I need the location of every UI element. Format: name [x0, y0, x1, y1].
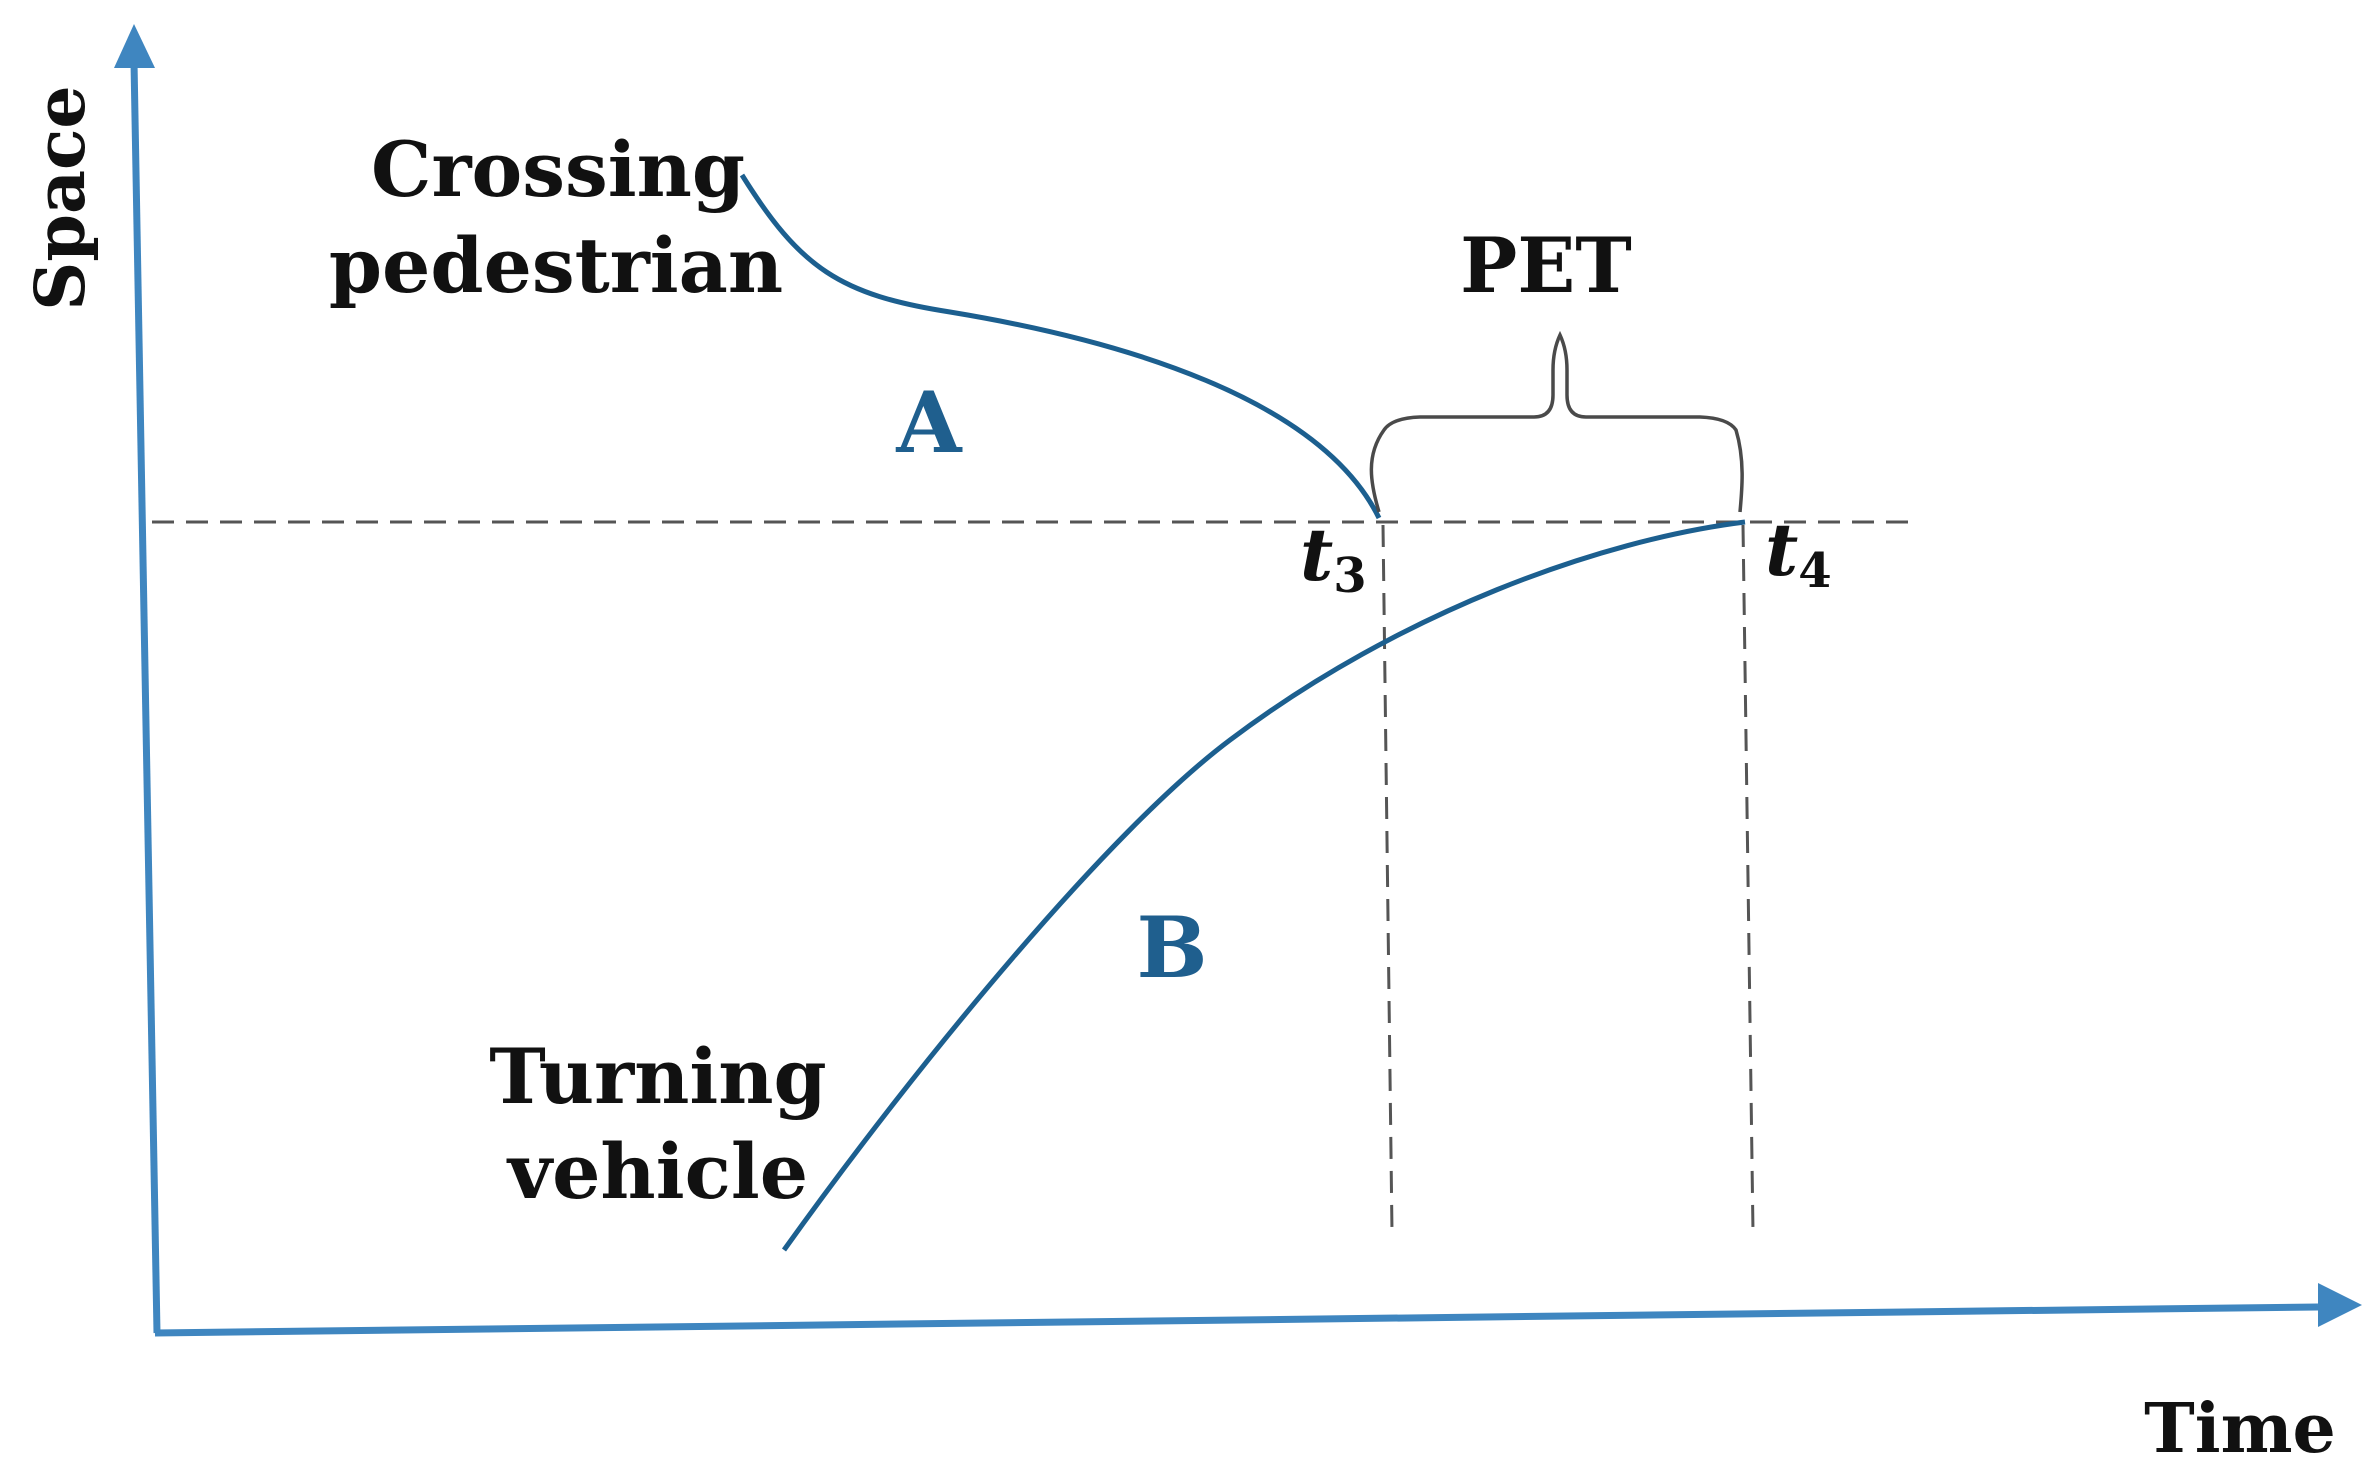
t4-drop-line — [1741, 524, 1755, 1233]
vehicle-trajectory — [781, 519, 1746, 1252]
y-axis-line — [130, 61, 161, 1334]
vehicle-name-line2: vehicle — [506, 1127, 808, 1216]
pet-label: PET — [1460, 221, 1632, 310]
t4-subscript: 4 — [1798, 543, 1831, 599]
y-axis — [114, 24, 161, 1334]
x-axis — [154, 1283, 2362, 1337]
pet-brace — [1369, 330, 1744, 513]
x-axis-line — [154, 1303, 2319, 1337]
vehicle-name-line1: Turning — [489, 1032, 826, 1121]
t3-subscript: 3 — [1333, 548, 1366, 604]
t4-label: t4 — [1765, 507, 1832, 599]
t3-drop-line — [1381, 524, 1394, 1233]
pedestrian-trajectory — [739, 173, 1382, 520]
x-axis-label: Time — [2144, 1389, 2336, 1469]
curve-b-label: B — [1137, 898, 1208, 997]
pedestrian-name-line1: Crossing — [371, 125, 745, 214]
t3-symbol: t — [1300, 512, 1333, 597]
pedestrian-name-line2: pedestrian — [329, 221, 783, 310]
curve-a-label: A — [895, 373, 963, 472]
y-axis-label: Space — [21, 85, 101, 310]
y-axis-arrow-icon — [114, 24, 155, 68]
t3-label: t3 — [1300, 512, 1367, 604]
t4-symbol: t — [1765, 507, 1798, 592]
x-axis-arrow-icon — [2318, 1283, 2362, 1327]
